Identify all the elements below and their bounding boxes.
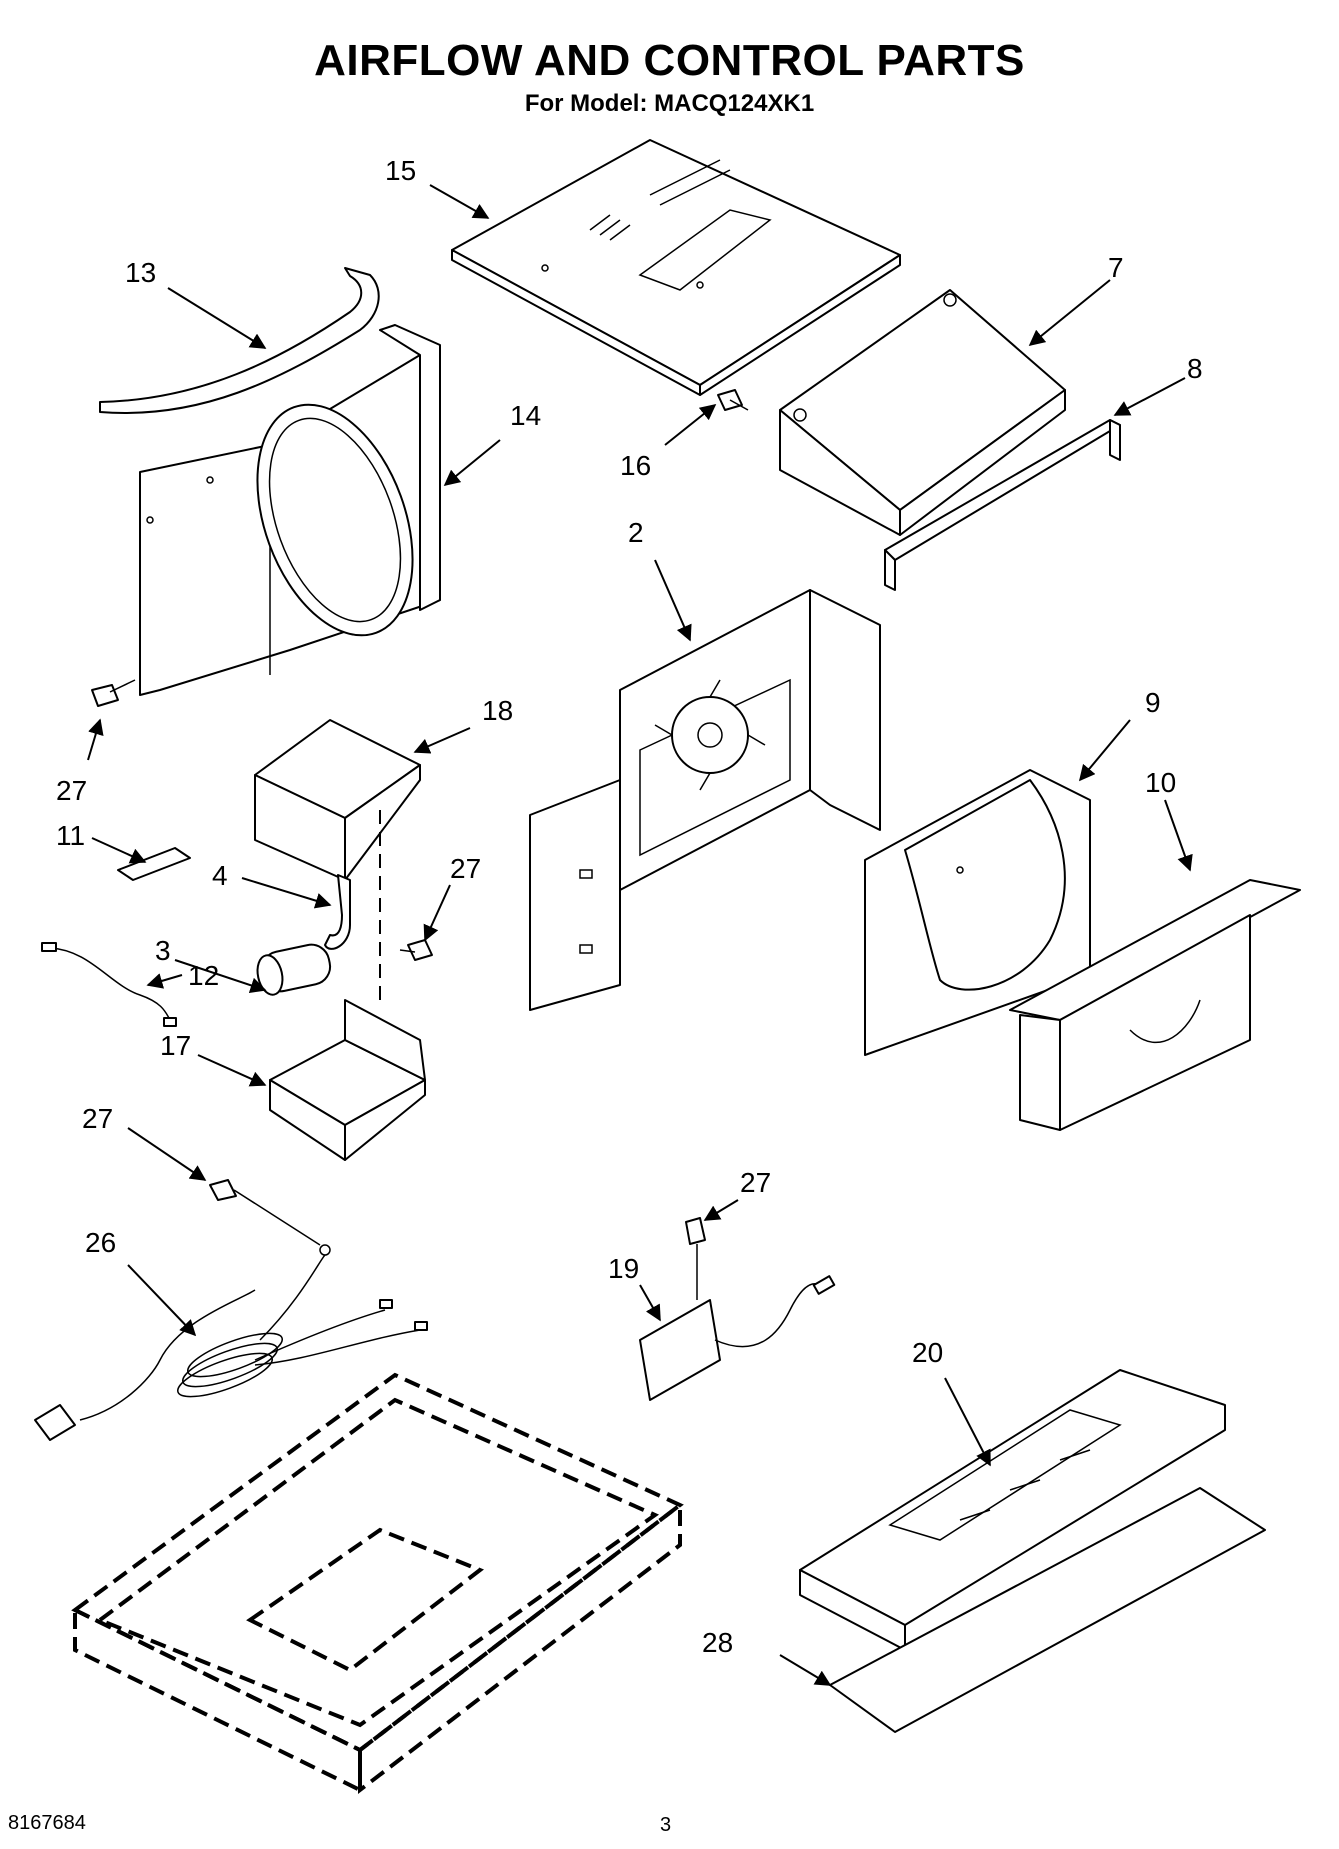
part-28-filter [829, 1487, 1266, 1733]
callout-9: 9 [1145, 687, 1161, 718]
part-14-fan-shroud [139, 324, 441, 696]
callout-12: 12 [188, 960, 219, 991]
part-18-control-cover [254, 719, 421, 881]
part-27-screw-d [685, 1217, 706, 1300]
part-27-screw-c [209, 1179, 331, 1256]
part-12-wire [41, 942, 177, 1027]
callout-3: 3 [155, 935, 171, 966]
part-19-thermistor [639, 1275, 836, 1401]
callout-15: 15 [385, 155, 416, 186]
callout-18: 18 [482, 695, 513, 726]
callout-28: 28 [702, 1627, 733, 1658]
part-10-deflector [1009, 879, 1301, 1131]
part-26-power-cord [34, 1254, 428, 1441]
callout-11: 11 [56, 820, 85, 851]
part-15-top-cover [451, 139, 901, 396]
part-7-cover-box [779, 289, 1066, 536]
callout-16: 16 [620, 450, 651, 481]
callout-8: 8 [1187, 353, 1203, 384]
part-13-seal-strip [99, 267, 380, 414]
callout-2: 2 [628, 517, 644, 548]
part-11-pad [117, 847, 191, 881]
callout-10: 10 [1145, 767, 1176, 798]
callout-4: 4 [212, 860, 228, 891]
part-20-grille [799, 1369, 1226, 1651]
base-pan-dashed [71, 1372, 684, 1795]
callout-27-c: 27 [82, 1103, 113, 1134]
part-27-screw-a [91, 679, 136, 707]
callout-27-b: 27 [450, 853, 481, 884]
leader-arrows [87, 184, 1193, 1686]
callout-27-d: 27 [740, 1167, 771, 1198]
part-2-bulkhead [529, 589, 881, 1011]
part-27-screw-b [399, 939, 433, 961]
part-3-capacitor [256, 943, 332, 996]
callout-13: 13 [125, 257, 156, 288]
part-16-screw [717, 389, 749, 411]
callout-27-a: 27 [56, 775, 87, 806]
part-8-bracket [884, 419, 1121, 591]
document-number: 8167684 [8, 1812, 86, 1834]
callout-14: 14 [510, 400, 541, 431]
part-17-control-base [269, 999, 426, 1161]
part-4-bracket [324, 874, 351, 950]
page-title: AIRFLOW AND CONTROL PARTS [314, 36, 1025, 85]
callout-17: 17 [160, 1030, 191, 1061]
model-subtitle: For Model: MACQ124XK1 [524, 90, 815, 117]
callout-19: 19 [608, 1253, 639, 1284]
callout-7: 7 [1108, 252, 1124, 283]
callout-20: 20 [912, 1337, 943, 1368]
page-number: 3 [660, 1814, 672, 1836]
part-9-scroll-housing [864, 769, 1091, 1056]
callout-26: 26 [85, 1227, 116, 1258]
